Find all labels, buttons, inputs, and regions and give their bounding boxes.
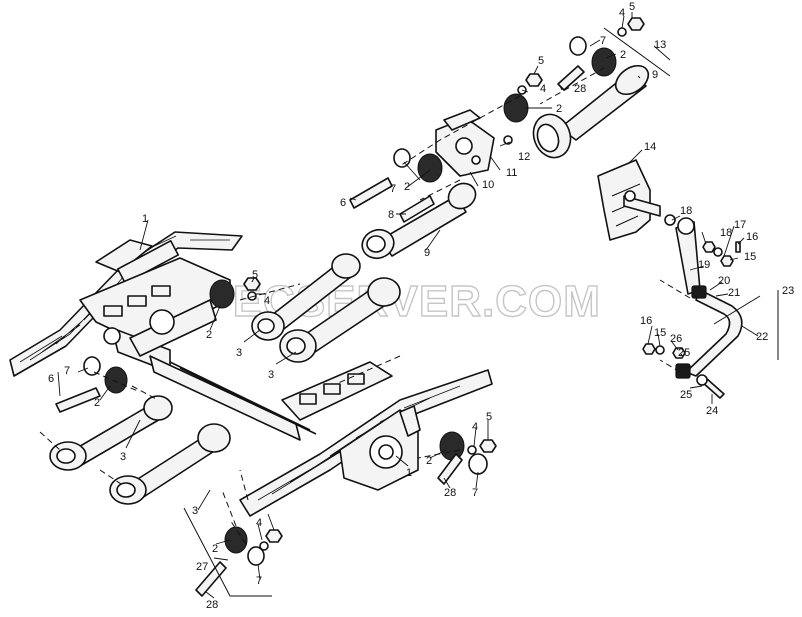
callout-label: 12: [518, 151, 530, 163]
callout-label: 2: [426, 455, 432, 467]
callout-label: 3: [192, 505, 198, 517]
callout-label: 24: [706, 405, 718, 417]
callout-label: 13: [654, 39, 666, 51]
callout-label: 2: [94, 397, 100, 409]
callout-label: 20: [718, 275, 730, 287]
callout-label: 25: [678, 347, 690, 359]
torque-rod-lower-right: [109, 423, 231, 505]
callout-label: 19: [698, 259, 710, 271]
callout-label: 4: [472, 421, 478, 433]
upper-torque-rod-long: [532, 64, 650, 159]
axle-bracket-left: [79, 257, 231, 373]
upper-bracket: [435, 109, 495, 177]
callout-label: 2: [404, 181, 410, 193]
nuts-washers: [243, 17, 645, 551]
callout-label: 6: [48, 373, 54, 385]
callout-label: 17: [734, 219, 746, 231]
callout-label: 27: [196, 561, 208, 573]
callout-label: 1: [406, 467, 412, 479]
callout-label: 7: [64, 365, 70, 377]
callout-label: 10: [482, 179, 494, 191]
upper-torque-rod-short: [361, 182, 477, 260]
callout-label: 5: [252, 269, 258, 281]
snap-rings: [83, 36, 587, 566]
axle-housing-right: [339, 405, 421, 491]
callout-label: 3: [236, 347, 242, 359]
callout-label: 2: [620, 49, 626, 61]
callout-label: 3: [120, 451, 126, 463]
callout-label: 18: [680, 205, 692, 217]
callout-label: 21: [728, 287, 740, 299]
callout-label: 16: [640, 315, 652, 327]
bushings: [104, 47, 617, 554]
callout-label: 6: [340, 197, 346, 209]
cross-beam: [149, 355, 317, 441]
callout-label: 4: [264, 295, 270, 307]
stabilizer-hardware: [642, 214, 741, 399]
callout-label: 4: [619, 7, 625, 19]
callout-label: 5: [486, 411, 492, 423]
callout-label: 8: [388, 209, 394, 221]
leader-lines: [57, 12, 759, 599]
callout-label: 14: [644, 141, 656, 153]
callout-label: 2: [212, 543, 218, 555]
callout-label: 3: [268, 369, 274, 381]
torque-rod-middle-lower: [279, 277, 401, 363]
callout-label: 23: [782, 285, 794, 297]
stabilizer-bracket: [597, 159, 661, 241]
stabilizer-bar: [675, 285, 743, 379]
callout-label: 1: [142, 213, 148, 225]
bolts: [55, 65, 585, 597]
callout-label: 22: [756, 331, 768, 343]
callout-label: 28: [206, 599, 218, 611]
callout-label: 4: [540, 83, 546, 95]
callout-label: 2: [206, 329, 212, 341]
callout-label: 28: [574, 83, 586, 95]
callout-label: 18: [720, 227, 732, 239]
callout-label: 7: [390, 183, 396, 195]
assembly-lines: [39, 27, 779, 597]
callout-label: 2: [556, 103, 562, 115]
stabilizer-link: [675, 217, 701, 295]
callout-label: 9: [652, 69, 658, 81]
callout-label: 16: [746, 231, 758, 243]
callout-label: 7: [256, 575, 262, 587]
callout-label: 15: [744, 251, 756, 263]
callout-label: 7: [472, 487, 478, 499]
callout-label: 5: [538, 55, 544, 67]
callout-label: 4: [256, 517, 262, 529]
callout-label: 11: [506, 167, 517, 179]
torque-rod-middle-upper: [251, 253, 361, 341]
callout-label: 15: [654, 327, 666, 339]
callout-label: 7: [600, 35, 606, 47]
callout-label: 9: [424, 247, 430, 259]
leaf-spring-left: [9, 231, 243, 377]
callout-label: 25: [680, 389, 692, 401]
callout-label: 28: [444, 487, 456, 499]
callout-label: 26: [670, 333, 682, 345]
callout-label: 5: [629, 1, 635, 13]
callouts: 5 4 7 2 13 5 4 9 28 2 12 11 7 2 10 6 8 9…: [48, 1, 794, 611]
